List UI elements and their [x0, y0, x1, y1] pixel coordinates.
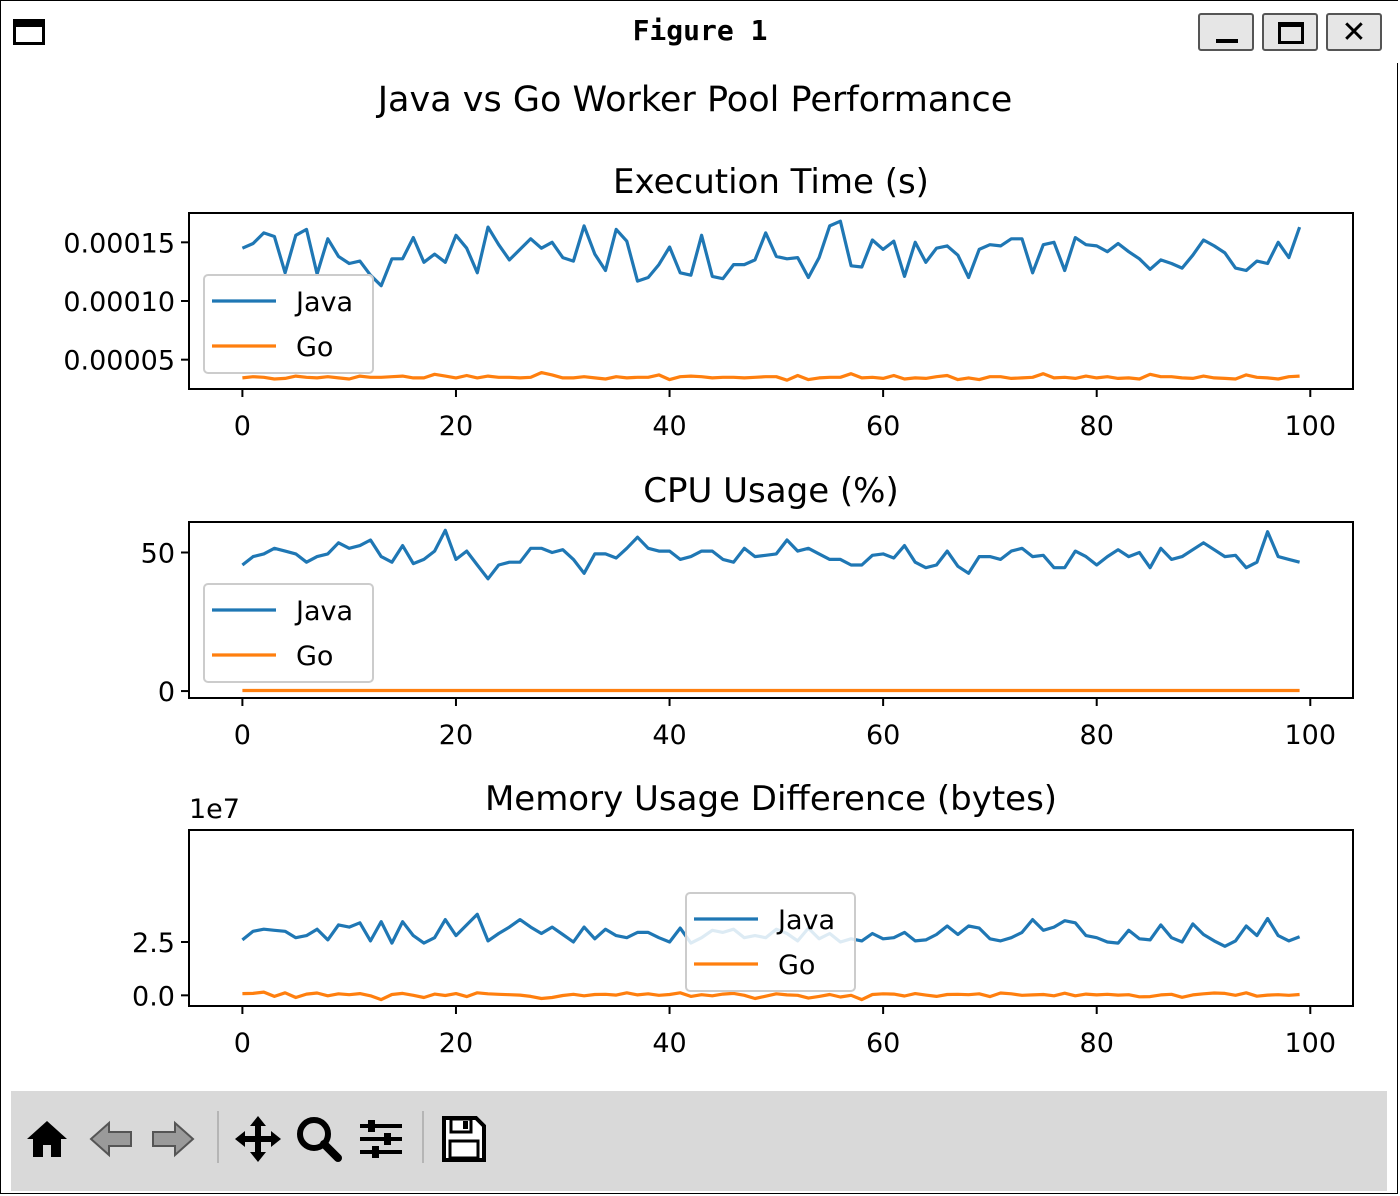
y-tick-label: 0.0 — [132, 981, 175, 1012]
title-bar[interactable]: Figure 1 ✕ — [1, 1, 1399, 63]
minimize-icon — [1216, 39, 1238, 43]
back-button[interactable] — [83, 1111, 139, 1167]
x-tick-label: 40 — [652, 720, 686, 751]
maximize-icon — [1278, 22, 1304, 44]
x-tick-label: 80 — [1080, 720, 1114, 751]
toolbar-separator — [422, 1111, 424, 1163]
y-tick-label: 0.00015 — [63, 228, 175, 259]
series-line-java[interactable] — [241, 219, 1302, 288]
pan-icon — [235, 1116, 281, 1162]
axes-frame — [188, 521, 1354, 699]
pan-button[interactable] — [230, 1111, 286, 1167]
axes-frame — [188, 829, 1354, 1007]
series-line-go[interactable] — [242, 371, 1300, 382]
legend-label-go: Go — [778, 950, 815, 981]
series-line-go[interactable] — [242, 990, 1300, 1002]
y-tick-label: 50 — [141, 538, 175, 569]
window-icon[interactable] — [13, 19, 45, 45]
close-button[interactable]: ✕ — [1326, 13, 1382, 51]
home-icon — [27, 1121, 67, 1157]
x-tick-label: 100 — [1285, 720, 1337, 751]
y-offset-label: 1e7 — [189, 794, 240, 825]
x-tick-label: 80 — [1080, 1028, 1114, 1059]
configure-subplots-button[interactable] — [353, 1111, 409, 1167]
x-tick-label: 20 — [439, 1028, 473, 1059]
legend-label-go: Go — [296, 332, 333, 363]
close-icon: ✕ — [1341, 15, 1367, 50]
forward-button[interactable] — [145, 1111, 201, 1167]
x-tick-label: 0 — [234, 1028, 251, 1059]
minimize-button[interactable] — [1198, 13, 1254, 51]
y-tick-label: 2.5 — [132, 928, 175, 959]
x-tick-label: 40 — [652, 411, 686, 442]
x-tick-label: 20 — [439, 411, 473, 442]
navigation-toolbar — [11, 1091, 1387, 1191]
subplot-title: CPU Usage (%) — [643, 471, 899, 511]
figure-canvas[interactable]: Java vs Go Worker Pool Performance Execu… — [11, 63, 1387, 1091]
subplot-mem[interactable]: Memory Usage Difference (bytes) 0 20 40 60 80… — [132, 779, 1354, 1059]
save-button[interactable] — [435, 1111, 491, 1167]
x-tick-label: 60 — [866, 411, 900, 442]
x-tick-label: 20 — [439, 720, 473, 751]
figure-suptitle: Java vs Go Worker Pool Performance — [376, 80, 1013, 120]
subplot-title: Memory Usage Difference (bytes) — [485, 779, 1057, 819]
window-title: Figure 1 — [632, 14, 768, 47]
zoom-button[interactable] — [291, 1111, 347, 1167]
y-tick-label: 0 — [158, 677, 175, 708]
toolbar-separator — [217, 1111, 219, 1163]
maximize-button[interactable] — [1262, 13, 1318, 51]
series-line-java[interactable] — [241, 528, 1301, 581]
legend-label-go: Go — [296, 641, 333, 672]
x-tick-label: 80 — [1080, 411, 1114, 442]
plot-area[interactable]: Java vs Go Worker Pool Performance Execu… — [11, 63, 1387, 1091]
legend-label-java: Java — [294, 287, 353, 318]
x-tick-label: 0 — [234, 411, 251, 442]
zoom-icon — [297, 1117, 342, 1162]
home-button[interactable] — [19, 1111, 75, 1167]
subplot-exec[interactable]: Execution Time (s) 0 20 40 60 80 100 0.00005 0.0… — [63, 162, 1354, 442]
legend-label-java: Java — [776, 905, 835, 936]
x-tick-label: 60 — [866, 1028, 900, 1059]
forward-icon — [152, 1120, 195, 1158]
x-tick-label: 100 — [1285, 411, 1337, 442]
back-icon — [89, 1120, 132, 1158]
configure-subplots-icon — [360, 1120, 402, 1158]
x-tick-label: 0 — [234, 720, 251, 751]
x-tick-label: 100 — [1285, 1028, 1337, 1059]
x-tick-label: 40 — [652, 1028, 686, 1059]
subplots: Execution Time (s) 0 20 40 60 80 100 0.00005 0.0… — [63, 162, 1354, 1059]
subplot-title: Execution Time (s) — [613, 162, 929, 202]
legend-label-java: Java — [294, 596, 353, 627]
x-tick-label: 60 — [866, 720, 900, 751]
y-tick-label: 0.00010 — [63, 287, 175, 318]
save-icon — [442, 1116, 486, 1162]
y-tick-label: 0.00005 — [63, 346, 175, 377]
